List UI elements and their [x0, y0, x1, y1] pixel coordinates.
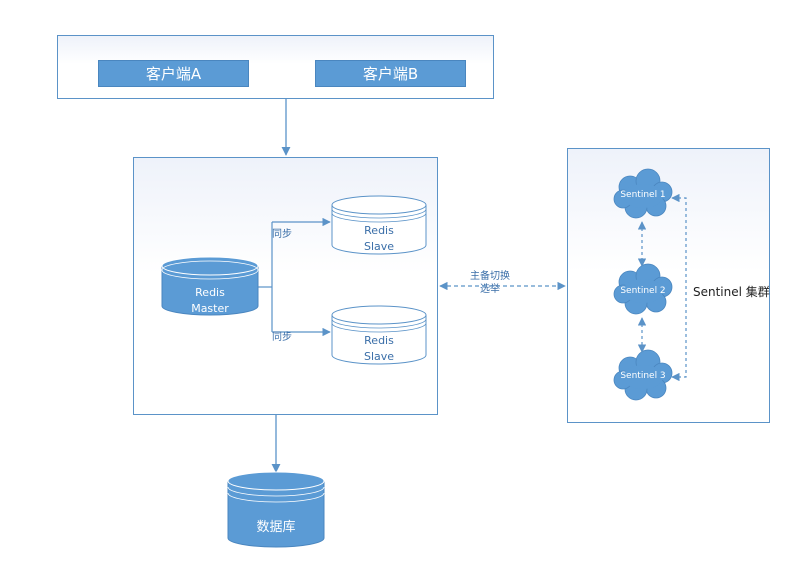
sentinel-1-label: Sentinel 1 [620, 190, 666, 200]
failover-line1: 主备切换 [470, 271, 510, 282]
database-label: 数据库 [256, 520, 296, 535]
redis-slave-2-cylinder[interactable] [331, 305, 427, 365]
sentinel-2-cloud[interactable] [613, 263, 673, 315]
redis-master-line1: Redis [195, 286, 225, 299]
sentinel-2-label: Sentinel 2 [620, 286, 666, 296]
redis-slave-1-label: Redis Slave [332, 223, 426, 255]
failover-line2: 选举 [480, 284, 500, 295]
redis-master-line2: Master [191, 302, 229, 315]
sentinel-3-label: Sentinel 3 [620, 371, 666, 381]
sentinel-cluster-label: Sentinel 集群 [693, 285, 770, 299]
redis-slave-1-line1: Redis [364, 224, 394, 237]
redis-slave-2-label: Redis Slave [332, 333, 426, 365]
database-cylinder[interactable] [227, 471, 325, 548]
sentinel-1-cloud[interactable] [613, 168, 673, 219]
sync-label-1: 同步 [272, 229, 292, 240]
sentinel-3-cloud[interactable] [613, 349, 673, 401]
redis-slave-1-line2: Slave [363, 240, 395, 253]
failover-label: 主备切换 选举 [470, 270, 510, 296]
sync-label-2: 同步 [272, 332, 292, 343]
redis-master-label: Redis Master [162, 285, 258, 317]
client-a-box[interactable]: 客户端A [98, 60, 249, 87]
redis-slave-2-line1: Redis [364, 334, 394, 347]
client-b-box[interactable]: 客户端B [315, 60, 466, 87]
redis-slave-1-cylinder[interactable] [331, 195, 427, 255]
client-b-label: 客户端B [362, 65, 419, 83]
sentinel-1-3-arrow [671, 193, 687, 382]
sync-connector [258, 217, 331, 337]
client-a-label: 客户端A [145, 65, 202, 83]
redis-master-cylinder[interactable] [161, 256, 259, 316]
redis-slave-2-line2: Slave [363, 350, 395, 363]
